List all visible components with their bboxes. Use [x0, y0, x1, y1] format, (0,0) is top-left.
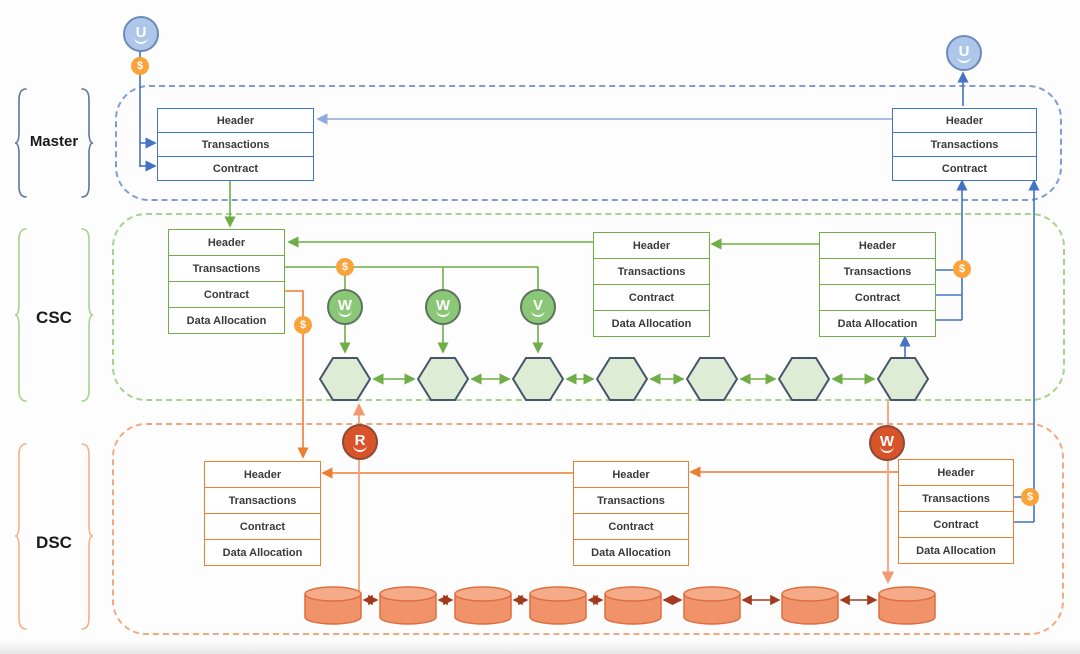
- bottom-gradient-band: [0, 640, 1080, 654]
- csc-block-hexagon: [511, 357, 565, 401]
- token-symbol: $: [299, 319, 307, 331]
- contract-row: Contract: [594, 285, 709, 311]
- csc-block-hexagon: [416, 357, 470, 401]
- writer-icon: W: [425, 289, 461, 325]
- token-symbol: $: [1026, 491, 1034, 503]
- dsc-block-left: Header Transactions Contract Data Alloca…: [204, 461, 321, 566]
- header-row: Header: [205, 462, 320, 488]
- csc-layer-label: CSC: [36, 308, 72, 327]
- token-symbol: $: [136, 60, 144, 72]
- contract-row: Contract: [574, 514, 688, 540]
- data-allocation-row: Data Allocation: [594, 311, 709, 336]
- dsc-storage-cylinder: [304, 586, 362, 626]
- token-icon: $: [294, 316, 312, 334]
- dsc-layer-label: DSC: [36, 533, 72, 552]
- dsc-brace-left: [14, 443, 27, 630]
- header-row: Header: [899, 460, 1013, 486]
- dsc-brace-right: [81, 443, 94, 630]
- csc-right-stub-lines: [934, 269, 962, 321]
- header-row: Header: [893, 109, 1036, 133]
- contract-row: Contract: [899, 512, 1013, 538]
- csc-brace-right: [81, 228, 94, 402]
- header-row: Header: [820, 233, 935, 259]
- transactions-row: Transactions: [820, 259, 935, 285]
- csc-layer-frame: [112, 213, 1065, 401]
- csc-block-hexagon: [685, 357, 739, 401]
- contract-row: Contract: [893, 157, 1036, 180]
- user-letter: U: [958, 42, 970, 60]
- token-icon: $: [1021, 488, 1039, 506]
- token-symbol: $: [341, 261, 349, 273]
- contract-row: Contract: [820, 285, 935, 311]
- dsc-storage-cylinder: [529, 586, 587, 626]
- token-icon: $: [336, 258, 354, 276]
- data-allocation-row: Data Allocation: [820, 311, 935, 336]
- transactions-row: Transactions: [158, 133, 313, 157]
- contract-row: Contract: [169, 282, 284, 308]
- csc-block-hexagon: [777, 357, 831, 401]
- dsc-storage-cylinder: [781, 586, 839, 626]
- user-letter: U: [135, 23, 147, 41]
- data-allocation-row: Data Allocation: [899, 538, 1013, 563]
- user-icon: U: [123, 16, 159, 52]
- header-row: Header: [574, 462, 688, 488]
- master-layer-frame: [115, 85, 1062, 201]
- transactions-row: Transactions: [169, 256, 284, 282]
- token-icon: $: [131, 57, 149, 75]
- master-block-right: Header Transactions Contract: [892, 108, 1037, 181]
- writer-letter: W: [879, 432, 895, 450]
- reader-icon: R: [342, 424, 378, 460]
- dsc-storage-cylinder: [683, 586, 741, 626]
- csc-block-hexagon: [876, 357, 930, 401]
- dsc-block-right: Header Transactions Contract Data Alloca…: [898, 459, 1014, 564]
- user-icon: U: [946, 35, 982, 71]
- csc-brace-left: [14, 228, 27, 402]
- writer-icon: W: [327, 289, 363, 325]
- header-row: Header: [158, 109, 313, 133]
- dsc-storage-cylinder: [878, 586, 936, 626]
- csc-block-hexagon: [318, 357, 372, 401]
- dsc-storage-cylinder: [379, 586, 437, 626]
- reader-letter: R: [354, 431, 366, 449]
- validator-icon: V: [520, 289, 556, 325]
- master-block-left: Header Transactions Contract: [157, 108, 314, 181]
- data-allocation-row: Data Allocation: [169, 308, 284, 333]
- writer-letter: W: [337, 296, 353, 314]
- master-layer-label: Master: [29, 133, 79, 150]
- data-allocation-row: Data Allocation: [574, 540, 688, 565]
- writer-icon: W: [869, 425, 905, 461]
- master-brace-right: [81, 88, 94, 198]
- header-row: Header: [169, 230, 284, 256]
- contract-row: Contract: [205, 514, 320, 540]
- csc-block-hexagon: [595, 357, 649, 401]
- csc-contract-to-dsc-header-arrow: [283, 290, 309, 459]
- dsc-layer-frame: [112, 423, 1064, 635]
- transactions-row: Transactions: [899, 486, 1013, 512]
- master-brace-left: [14, 88, 27, 198]
- token-symbol: $: [958, 263, 966, 275]
- transactions-row: Transactions: [574, 488, 688, 514]
- writer-letter: W: [435, 296, 451, 314]
- csc-block-left: Header Transactions Contract Data Alloca…: [168, 229, 285, 334]
- dsc-storage-cylinder: [454, 586, 512, 626]
- transactions-row: Transactions: [594, 259, 709, 285]
- dsc-storage-cylinder: [604, 586, 662, 626]
- dsc-block-middle: Header Transactions Contract Data Alloca…: [573, 461, 689, 566]
- transactions-row: Transactions: [205, 488, 320, 514]
- token-icon: $: [953, 260, 971, 278]
- header-row: Header: [594, 233, 709, 259]
- csc-block-middle: Header Transactions Contract Data Alloca…: [593, 232, 710, 337]
- contract-row: Contract: [158, 157, 313, 180]
- transactions-row: Transactions: [893, 133, 1036, 157]
- csc-block-right: Header Transactions Contract Data Alloca…: [819, 232, 936, 337]
- validator-letter: V: [532, 296, 543, 314]
- data-allocation-row: Data Allocation: [205, 540, 320, 565]
